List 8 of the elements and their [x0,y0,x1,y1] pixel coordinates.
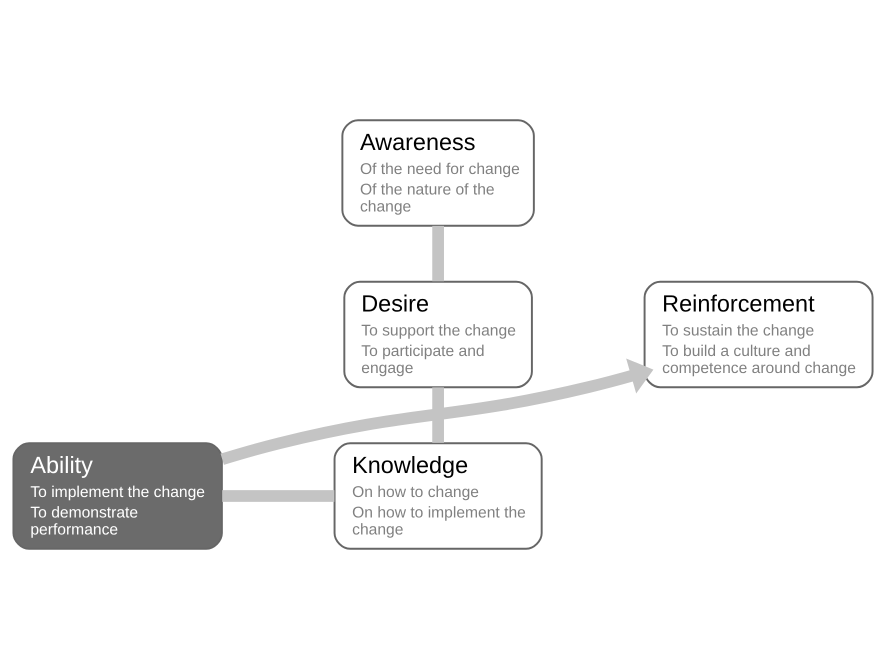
node-box: Ability To implement the change To demonstrate performance [12,442,223,550]
connector [222,490,334,502]
arrow [220,358,654,465]
node-box: Desire To support the change To participate and engage [343,280,533,388]
connector [432,226,444,282]
node-box: Awareness Of the need for change Of the nature of the change [341,119,535,227]
node-box: Knowledge On how to change On how to implement the change [334,442,543,550]
node-box: Reinforcement To sustain the change To build a culture and competence around change [644,280,874,388]
